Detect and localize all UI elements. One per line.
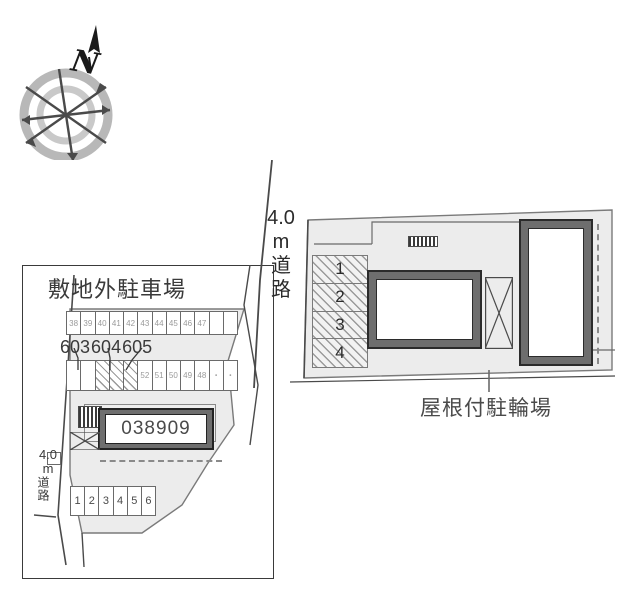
visitor-stall-6[interactable]: 6 [145, 495, 152, 507]
stall-45[interactable]: 45 [167, 312, 181, 334]
visitor-stall-2[interactable]: 2 [85, 487, 100, 515]
stall-41[interactable]: 41 [110, 312, 124, 334]
stall-43[interactable]: 43 [138, 312, 153, 334]
road-boundary-line [250, 159, 290, 390]
unit-number-labels: 603604605 [60, 337, 180, 359]
stall-52[interactable]: 52 [138, 361, 153, 390]
road-left-word: 道路 [36, 476, 50, 502]
walkway-dashed-line [100, 460, 222, 462]
unit-label-605: 605 [122, 337, 153, 357]
stall-47[interactable]: 47 [195, 312, 210, 334]
visitor-stall-3[interactable]: 3 [99, 487, 114, 515]
onsite-stall-3[interactable]: 3 [313, 312, 367, 340]
bicycle-parking-leader-line [487, 370, 490, 392]
stall-50[interactable]: 50 [167, 361, 181, 390]
visitor-stall-1[interactable]: 1 [71, 487, 86, 515]
main-building-body[interactable]: 038909 [105, 414, 207, 444]
visitor-stall-4[interactable]: 4 [114, 487, 128, 515]
unit-label-603: 603 [60, 337, 91, 357]
road-left-size: 4.0 [38, 447, 58, 462]
unit-label-604: 604 [91, 337, 122, 357]
building-number-label: 038909 [121, 418, 191, 439]
bicycle-parking-label: 屋根付駐輪場 [420, 396, 552, 420]
stall-cell1[interactable] [81, 361, 96, 390]
unit-leader-lines [60, 347, 180, 371]
road-label-left: 4.0 m 道路 [36, 447, 60, 503]
compass-north-label: N [68, 43, 104, 83]
stall-cell0[interactable] [67, 361, 82, 390]
stall-cell3[interactable] [109, 361, 124, 390]
road-mid-word-2: 路 [271, 279, 291, 301]
road-mid-size: 4.0 [267, 207, 295, 229]
stall-cell10[interactable] [210, 312, 224, 334]
stall-48[interactable]: 48 [195, 361, 210, 390]
stall-51[interactable]: 51 [153, 361, 167, 390]
onsite-parking-block[interactable]: 1 2 3 4 [312, 255, 368, 368]
stall-46[interactable]: 46 [181, 312, 196, 334]
onsite-stall-2[interactable]: 2 [313, 284, 367, 312]
road-label-middle: 4.0 m 道 路 [263, 206, 299, 302]
onsite-stall-4[interactable]: 4 [335, 343, 345, 363]
stall-・[interactable]: ・ [210, 361, 224, 390]
stall-40[interactable]: 40 [96, 312, 110, 334]
left-site-title: 敷地外駐車場 [48, 278, 187, 303]
entrance-stairs-icon [408, 236, 438, 247]
bicycle-parking-body[interactable] [528, 228, 584, 357]
stall-42[interactable]: 42 [124, 312, 139, 334]
onsite-stall-1[interactable]: 1 [313, 256, 367, 284]
stall-38[interactable]: 38 [67, 312, 82, 334]
compass-rose-icon: N [8, 20, 138, 160]
stall-cell11[interactable] [224, 312, 237, 334]
stall-49[interactable]: 49 [181, 361, 196, 390]
visitor-stall-5[interactable]: 5 [128, 487, 142, 515]
road-mid-unit: m [272, 231, 290, 253]
gate-cross-icon [69, 431, 101, 451]
right-building-body[interactable] [376, 279, 473, 340]
right-gate-cross-icon [484, 276, 514, 350]
stall-44[interactable]: 44 [153, 312, 167, 334]
road-mid-word-1: 道 [271, 255, 291, 277]
gate-post-icon [47, 452, 61, 465]
stall-cell2[interactable] [95, 361, 110, 390]
stall-39[interactable]: 39 [81, 312, 96, 334]
property-dashed-boundary [597, 224, 599, 364]
stall-・[interactable]: ・ [226, 371, 235, 380]
road-left-unit: m [42, 461, 54, 476]
